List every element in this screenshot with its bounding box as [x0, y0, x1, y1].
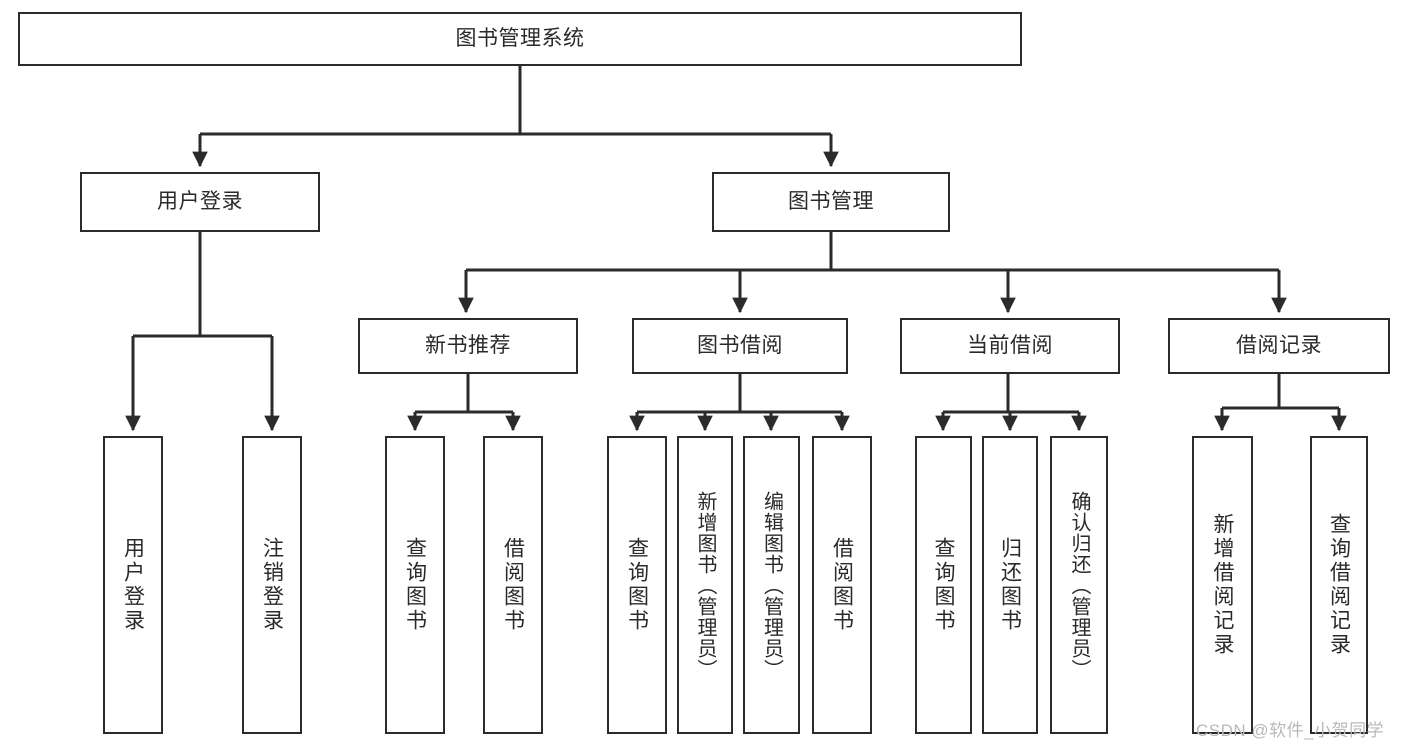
- node-borrow-record[interactable]: 借阅记录: [1168, 318, 1390, 374]
- node-leaf-borrow-book[interactable]: 借阅图书: [812, 436, 872, 734]
- node-leaf-user-logout[interactable]: 注销登录: [242, 436, 302, 734]
- node-leaf-add-book-label: 新增图书（管理员）: [694, 490, 716, 680]
- node-leaf-query-book-cur[interactable]: 查询图书: [915, 436, 972, 734]
- node-leaf-confirm-return[interactable]: 确认归还（管理员）: [1050, 436, 1108, 734]
- node-borrow-record-label: 借阅记录: [1236, 333, 1322, 357]
- node-book-borrow[interactable]: 图书借阅: [632, 318, 848, 374]
- node-leaf-query-record-label: 查询借阅记录: [1327, 513, 1351, 657]
- node-root[interactable]: 图书管理系统: [18, 12, 1022, 66]
- node-leaf-user-login-label: 用户登录: [121, 537, 145, 633]
- node-leaf-query-book-rec[interactable]: 查询图书: [385, 436, 445, 734]
- node-book-manage-label: 图书管理: [788, 189, 874, 213]
- node-new-book-rec-label: 新书推荐: [425, 333, 511, 357]
- node-leaf-confirm-return-label: 确认归还（管理员）: [1068, 490, 1090, 680]
- node-user-login-label: 用户登录: [157, 189, 243, 213]
- node-leaf-add-book[interactable]: 新增图书（管理员）: [677, 436, 733, 734]
- node-new-book-rec[interactable]: 新书推荐: [358, 318, 578, 374]
- node-leaf-borrow-book-rec-label: 借阅图书: [501, 537, 525, 633]
- node-leaf-borrow-book-label: 借阅图书: [830, 537, 854, 633]
- node-current-borrow-label: 当前借阅: [967, 333, 1053, 357]
- node-book-manage[interactable]: 图书管理: [712, 172, 950, 232]
- node-leaf-edit-book[interactable]: 编辑图书（管理员）: [743, 436, 800, 734]
- node-book-borrow-label: 图书借阅: [697, 333, 783, 357]
- csdn-watermark: CSDN @软件_小贺同学: [1196, 721, 1385, 740]
- node-leaf-user-login[interactable]: 用户登录: [103, 436, 163, 734]
- node-leaf-query-book-rec-label: 查询图书: [403, 537, 427, 633]
- node-leaf-return-book-label: 归还图书: [998, 537, 1022, 633]
- node-leaf-query-book-cur-label: 查询图书: [932, 537, 955, 633]
- node-leaf-user-logout-label: 注销登录: [260, 537, 284, 633]
- node-root-label: 图书管理系统: [455, 26, 585, 50]
- node-current-borrow[interactable]: 当前借阅: [900, 318, 1120, 374]
- node-leaf-query-book[interactable]: 查询图书: [607, 436, 667, 734]
- node-leaf-add-record-label: 新增借阅记录: [1211, 513, 1234, 657]
- node-leaf-edit-book-label: 编辑图书（管理员）: [760, 490, 783, 680]
- node-leaf-borrow-book-rec[interactable]: 借阅图书: [483, 436, 543, 734]
- node-leaf-add-record[interactable]: 新增借阅记录: [1192, 436, 1253, 734]
- node-leaf-return-book[interactable]: 归还图书: [982, 436, 1038, 734]
- node-user-login[interactable]: 用户登录: [80, 172, 320, 232]
- node-leaf-query-record[interactable]: 查询借阅记录: [1310, 436, 1368, 734]
- node-leaf-query-book-label: 查询图书: [625, 537, 649, 633]
